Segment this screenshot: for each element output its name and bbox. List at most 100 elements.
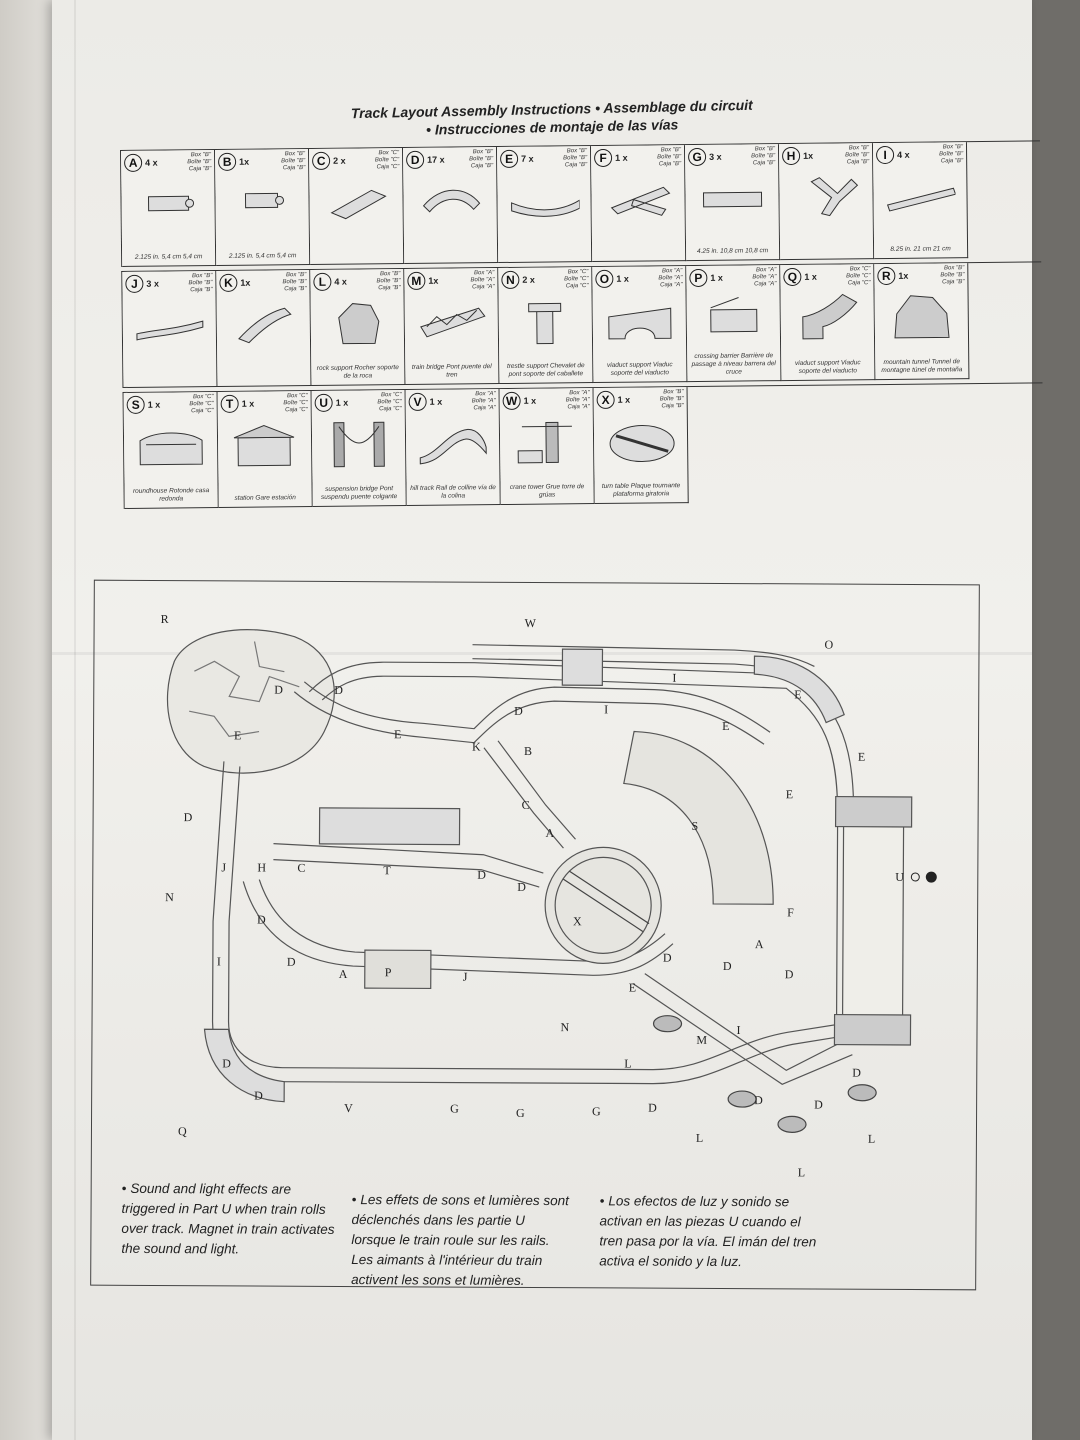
layout-label-e: E bbox=[858, 750, 865, 764]
part-caption bbox=[312, 259, 401, 260]
layout-label-l: L bbox=[798, 1165, 805, 1179]
part-letter-badge: I bbox=[876, 145, 895, 165]
layout-label-w: W bbox=[525, 616, 537, 630]
layout-label-b: B bbox=[524, 744, 532, 758]
part-box-label: Box "B" Boîte "B" Caja "B" bbox=[281, 151, 306, 172]
mini-straight-track-icon bbox=[244, 192, 285, 209]
part-quantity: 7 x bbox=[521, 153, 534, 164]
part-letter-badge: O bbox=[595, 269, 614, 289]
part-caption: 2.125 in. 5,4 cm 5,4 cm bbox=[228, 252, 297, 260]
layout-label-e: E bbox=[786, 787, 793, 801]
part-box-label: Box "B" Boîte "B" Caja "B" bbox=[657, 147, 682, 168]
station-track-T bbox=[273, 843, 544, 874]
part-box-label: Box "B" Boîte "B" Caja "B" bbox=[939, 144, 964, 165]
layout-label-v: V bbox=[344, 1101, 353, 1115]
part-caption: viaduct support Viaduc soporte del viadu… bbox=[606, 361, 673, 377]
part-quantity: 2 x bbox=[522, 274, 535, 285]
viaduct-O bbox=[753, 655, 845, 724]
viaduct-arch-icon bbox=[608, 307, 672, 340]
part-quantity: 1 x bbox=[335, 397, 349, 408]
layout-label-e: E bbox=[629, 980, 636, 994]
layout-label-e: E bbox=[794, 687, 801, 701]
part-letter-badge: Q bbox=[783, 267, 802, 287]
page-title: Track Layout Assembly Instructions • Ass… bbox=[312, 95, 793, 141]
layout-label-u: U bbox=[895, 870, 904, 884]
rock-supports-L bbox=[652, 1015, 877, 1133]
part-caption bbox=[782, 254, 871, 255]
layout-label-d: D bbox=[723, 959, 732, 973]
viaduct-Q bbox=[203, 1028, 285, 1103]
part-quantity: 4 x bbox=[897, 149, 910, 160]
layout-label-d: D bbox=[254, 1089, 263, 1103]
part-quantity: 1x bbox=[428, 275, 439, 286]
ramp-track-icon bbox=[330, 189, 387, 220]
outer-track-inner bbox=[227, 675, 839, 1071]
layout-label-g: G bbox=[516, 1106, 525, 1120]
part-caption: 4.25 in. 10,8 cm 10,8 cm bbox=[696, 247, 769, 255]
layout-label-d: D bbox=[814, 1097, 823, 1111]
instruction-sheet: Track Layout Assembly Instructions • Ass… bbox=[52, 0, 1044, 1440]
layout-label-i: I bbox=[217, 954, 221, 968]
part-caption bbox=[219, 381, 308, 382]
part-letter-badge: D bbox=[406, 150, 425, 170]
layout-label-m: M bbox=[696, 1033, 707, 1047]
note-french-text: Les effets de sons et lumières sont décl… bbox=[351, 1192, 570, 1288]
note-english-text: Sound and light effects are triggered in… bbox=[121, 1180, 335, 1257]
part-caption bbox=[125, 382, 214, 383]
layout-label-d: D bbox=[785, 967, 794, 981]
trestle-support-icon bbox=[528, 302, 562, 345]
layout-label-q: Q bbox=[178, 1124, 187, 1138]
long-curve-track-icon bbox=[511, 199, 580, 217]
layout-label-l: L bbox=[624, 1056, 631, 1070]
layout-label-o: O bbox=[824, 638, 833, 652]
part-quantity: 17 x bbox=[427, 154, 445, 165]
part-quantity: 1x bbox=[239, 156, 250, 167]
part-box-label: Box "A" Boîte "A" Caja "A" bbox=[471, 391, 496, 412]
sound-light-icons bbox=[910, 871, 937, 883]
inner-track-K bbox=[293, 691, 765, 745]
part-box-label: Box "A" Boîte "A" Caja "A" bbox=[658, 268, 683, 289]
layout-label-r: R bbox=[161, 612, 169, 626]
part-letter-badge: S bbox=[126, 395, 145, 414]
part-letter-badge: V bbox=[408, 392, 427, 411]
layout-label-d: D bbox=[274, 683, 283, 697]
switch-track-icon bbox=[610, 186, 671, 216]
layout-label-l: L bbox=[696, 1131, 703, 1145]
layout-label-d: D bbox=[648, 1101, 657, 1115]
layout-label-g: G bbox=[450, 1102, 459, 1116]
part-quantity: 1 x bbox=[147, 399, 161, 410]
layout-label-d: D bbox=[287, 955, 296, 969]
layout-label-e: E bbox=[722, 719, 729, 733]
layout-label-d: D bbox=[222, 1056, 231, 1070]
part-letter-badge: J bbox=[125, 274, 144, 293]
layout-label-a: A bbox=[755, 937, 764, 951]
hill-track-icon bbox=[419, 428, 487, 465]
part-quantity: 1 x bbox=[616, 273, 629, 284]
viaduct-curve-icon bbox=[802, 293, 858, 340]
part-box-label: Box "B" Boîte "B" Caja "B" bbox=[469, 149, 494, 170]
layout-label-i: I bbox=[672, 671, 676, 685]
crossing-barrier-P bbox=[364, 949, 432, 990]
part-caption: hill track Rail de colline vía de la col… bbox=[410, 484, 496, 500]
part-quantity: 1x bbox=[898, 270, 909, 281]
part-quantity: 1 x bbox=[804, 271, 817, 282]
part-box-label: Box "B" Boîte "B" Caja "B" bbox=[659, 389, 684, 410]
layout-label-h: H bbox=[257, 861, 266, 875]
